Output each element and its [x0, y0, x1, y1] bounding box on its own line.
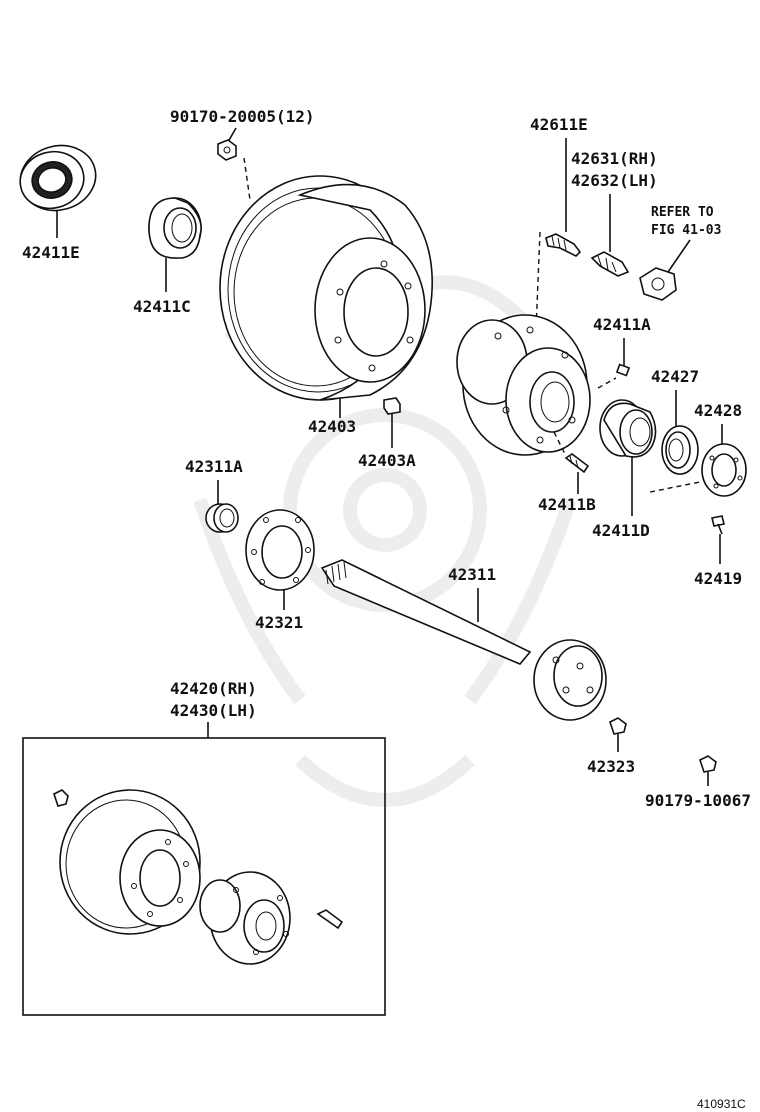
oil-seal-42411E[interactable]: [13, 137, 103, 218]
bearing-42411D[interactable]: [599, 399, 657, 458]
pin-42411A[interactable]: [615, 363, 631, 377]
label-42632-LH: 42632(LH): [571, 171, 658, 190]
nut-90170-20005[interactable]: [217, 139, 237, 161]
hub-bolt-42631-42632[interactable]: [590, 251, 630, 277]
axle-shaft-42311[interactable]: [320, 559, 607, 721]
gasket-42321[interactable]: [245, 509, 315, 591]
nut-90179-10067[interactable]: [699, 755, 717, 773]
label-42403: 42403: [308, 417, 356, 436]
stud-42411B[interactable]: [564, 453, 590, 474]
label-42403A: 42403A: [358, 451, 416, 470]
bearing-42311A[interactable]: [205, 503, 239, 533]
label-42430-LH: 42430(LH): [170, 701, 257, 720]
brake-drum-42403[interactable]: [219, 175, 433, 401]
label-42411A: 42411A: [593, 315, 651, 334]
label-42321: 42321: [255, 613, 303, 632]
axle-hub[interactable]: [456, 314, 591, 456]
label-42428: 42428: [694, 401, 742, 420]
label-42631-RH: 42631(RH): [571, 149, 658, 168]
screw-42419[interactable]: [711, 515, 725, 535]
refer-to-label: REFER TO: [651, 205, 714, 220]
label-90179-10067: 90179-10067: [645, 791, 751, 810]
assembly-nut: [53, 789, 69, 807]
ring-42428[interactable]: [701, 443, 747, 497]
label-42419: 42419: [694, 569, 742, 588]
label-42411B: 42411B: [538, 495, 596, 514]
ring-42427[interactable]: [661, 425, 699, 475]
nut-42323[interactable]: [609, 717, 627, 735]
hub-bolt-42611E[interactable]: [545, 233, 582, 257]
assembly-box-42420-42430: [22, 737, 386, 1016]
hub-nut-fig-41-03[interactable]: [639, 267, 677, 301]
refer-fig-label: FIG 41-03: [651, 223, 721, 238]
figure-code: 410931C: [697, 1097, 746, 1111]
label-42323: 42323: [587, 757, 635, 776]
bearing-42411C[interactable]: [148, 197, 202, 259]
label-42427: 42427: [651, 367, 699, 386]
label-42411C: 42411C: [133, 297, 191, 316]
label-42311A: 42311A: [185, 457, 243, 476]
plug-42403A[interactable]: [383, 397, 401, 415]
label-90170-20005: 90170-20005(12): [170, 107, 315, 126]
label-42311: 42311: [448, 565, 496, 584]
label-42411D: 42411D: [592, 521, 650, 540]
label-42611E: 42611E: [530, 115, 588, 134]
assembly-42420-42430[interactable]: [53, 789, 344, 965]
label-42411E: 42411E: [22, 243, 80, 262]
label-42420-RH: 42420(RH): [170, 679, 257, 698]
